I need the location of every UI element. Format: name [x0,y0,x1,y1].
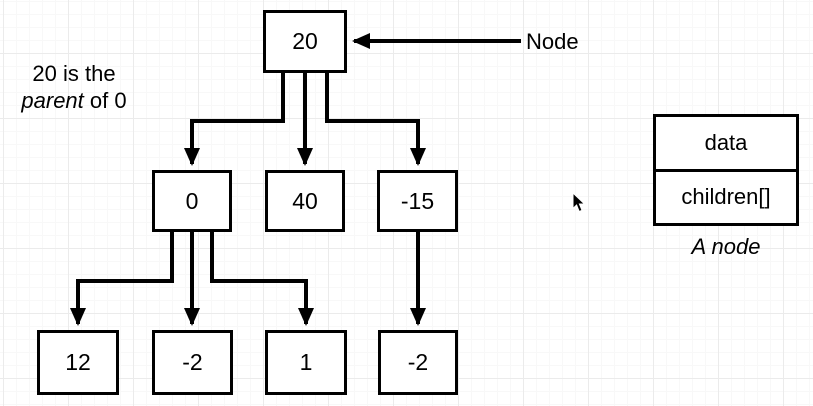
tree-node-neg2-a[interactable]: -2 [152,330,233,395]
struct-caption[interactable]: A node [691,234,761,259]
edge-20-to-0[interactable] [184,73,285,166]
node-value: -2 [407,349,429,375]
edge-0-to-12[interactable] [70,232,174,326]
node-value: 40 [292,187,318,214]
tree-node-root[interactable]: 20 [263,10,347,73]
tree-node-neg15[interactable]: -15 [377,170,458,232]
parent-note-line2-rest: of 0 [83,88,127,113]
parent-note[interactable]: 20 is the parent of 0 [5,60,143,114]
node-arrow-label[interactable]: Node [526,29,579,54]
tree-node-1[interactable]: 1 [265,330,347,395]
parent-note-italic-word: parent [21,88,84,113]
struct-row-children-label: children[] [681,184,771,210]
node-value: -15 [400,187,435,214]
node-value: 12 [65,349,91,375]
node-structure-box[interactable]: data children[] [653,114,799,226]
struct-row-data-label: data [704,129,748,155]
struct-row-data[interactable]: data [656,117,796,169]
node-value: 1 [299,349,313,375]
edge-0-to-1[interactable] [210,232,314,326]
node-value: 0 [185,187,199,214]
tree-node-40[interactable]: 40 [265,170,345,232]
tree-node-12[interactable]: 12 [37,330,119,395]
tree-node-0[interactable]: 0 [152,170,232,232]
node-value: 20 [292,28,318,54]
parent-note-line2: parent of 0 [5,87,143,114]
edge-20-to-neg15[interactable] [325,73,426,166]
parent-note-line1: 20 is the [32,61,116,86]
tree-node-neg2-b[interactable]: -2 [378,330,458,395]
struct-row-children[interactable]: children[] [656,168,796,224]
node-value: -2 [182,349,203,375]
